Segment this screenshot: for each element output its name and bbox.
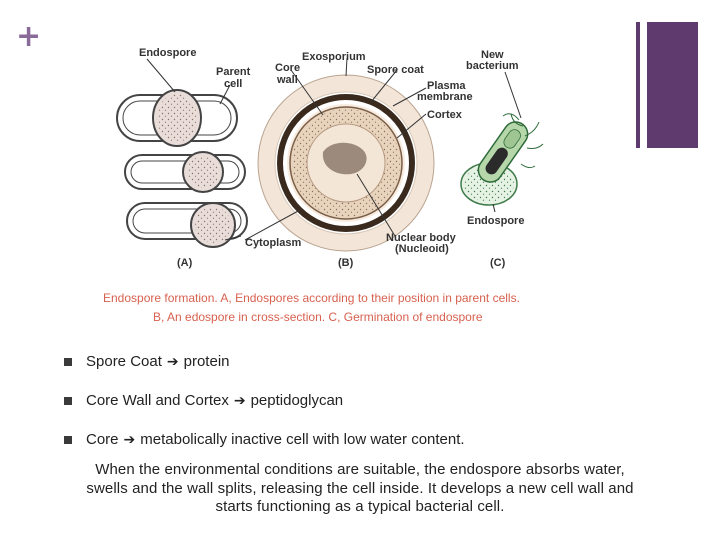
plus-icon: + [16,19,42,54]
bullet-term: Core [86,431,119,448]
label-new-bacterium-1: New [481,49,504,61]
bullet-term: Core Wall and Cortex [86,392,229,409]
label-plasma-membrane-2: membrane [417,91,473,103]
decorative-bar-thin [636,22,640,148]
label-cytoplasm: Cytoplasm [245,237,301,249]
figure-caption-line2: B, An edospore in cross-section. C, Germ… [153,310,483,324]
bullet-square-icon [64,396,72,405]
bullet-item: Spore Coat ➔ protein [64,342,684,381]
label-parent-cell-1: Parent [216,66,251,78]
bullet-desc: protein [183,353,230,370]
arrow-right-icon: ➔ [123,431,136,448]
label-panel-a: (A) [177,257,193,269]
label-endospore-c: Endospore [467,215,524,227]
label-core-wall-1: Core [275,62,300,74]
panel-b-cross-section [244,57,435,252]
label-endospore-a: Endospore [139,47,196,59]
arrow-right-icon: ➔ [233,392,246,409]
bullet-desc: metabolically inactive cell with low wat… [140,431,465,448]
bullet-list: Spore Coat ➔ protein Core Wall and Corte… [64,342,684,459]
label-spore-coat: Spore coat [367,64,424,76]
panel-a-cells [116,58,248,248]
label-nuclear-body-2: (Nucleoid) [395,243,449,255]
label-new-bacterium-2: bacterium [466,60,519,72]
bullet-term: Spore Coat [86,353,162,370]
label-panel-c: (C) [490,257,506,269]
endospore-diagram: Endospore Parent cell Cytoplasm Exospori… [103,47,544,324]
arrow-right-icon: ➔ [166,353,179,370]
panel-c-germination [460,71,544,213]
label-core-wall-2: wall [276,74,298,86]
bullet-square-icon [64,435,72,444]
decorative-bar-block [647,22,698,148]
label-plasma-membrane-1: Plasma [427,80,466,92]
bullet-item: Core Wall and Cortex ➔ peptidoglycan [64,381,684,420]
germination-paragraph: When the environmental conditions are su… [86,461,634,515]
bullet-desc: peptidoglycan [250,392,344,409]
label-panel-b: (B) [338,257,354,269]
figure-caption-line1: Endospore formation. A, Endospores accor… [103,291,520,305]
bullet-item: Core ➔ metabolically inactive cell with … [64,420,684,459]
bullet-square-icon [64,357,72,366]
label-nuclear-body-1: Nuclear body [386,232,457,244]
label-cortex: Cortex [427,109,463,121]
label-exosporium: Exosporium [302,51,366,63]
label-parent-cell-2: cell [224,78,242,90]
